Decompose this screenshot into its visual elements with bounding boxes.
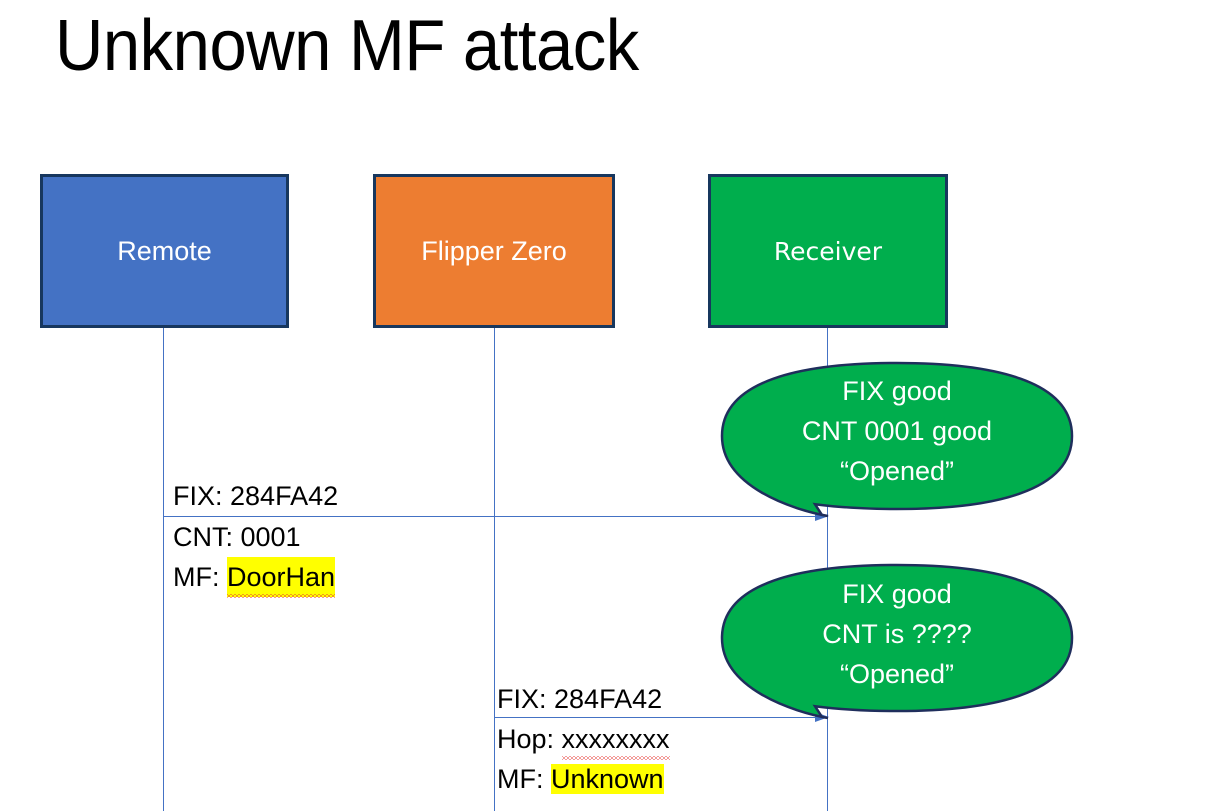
message-1-mf-label: MF: [173,562,227,592]
message-1-mf-value: DoorHan [227,557,336,598]
message-2-mf-label: MF: [497,764,551,794]
actor-label-remote: Remote [117,235,212,266]
callout-1-line-1: FIX good [842,376,952,406]
message-2-line-mf: MF: Unknown [497,759,664,799]
callout-shape-1 [720,361,1074,518]
message-2-fix-label: FIX: [497,684,555,714]
message-1-line-fix: FIX: 284FA42 [173,476,338,516]
message-2-hop-value: xxxxxxxx [561,719,670,760]
message-1-fix-label: FIX: [173,481,231,511]
message-2-line-hop: Hop: xxxxxxxx [497,719,670,760]
actor-box-flipper-zero[interactable]: Flipper Zero [373,174,615,328]
callout-2-line-2: CNT is ???? [822,619,972,649]
callout-1-line-2: CNT 0001 good [801,416,993,446]
message-2-mf-value: Unknown [551,764,664,794]
actor-box-receiver[interactable]: Receiver [708,174,948,328]
actor-box-remote[interactable]: Remote [40,174,289,328]
page-title: Unknown MF attack [55,6,639,86]
callout-1-line-3: “Opened” [839,456,955,486]
callout-receiver-response-1: FIX good CNT 0001 good “Opened” [720,361,1074,523]
message-2-line-fix: FIX: 284FA42 [497,679,662,719]
lifeline-flipper-zero [494,328,495,811]
message-1-line-cnt: CNT: 0001 [173,517,301,557]
callout-receiver-response-2: FIX good CNT is ???? “Opened” [720,563,1074,725]
message-1-cnt-label: CNT: [173,522,241,552]
callout-shape-2 [720,563,1074,720]
actor-label-flipper-zero: Flipper Zero [421,235,567,266]
message-2-hop-label: Hop: [497,724,562,754]
actor-label-receiver: Receiver [773,236,883,266]
callout-2-line-1: FIX good [842,579,952,609]
callout-2-text: FIX good CNT is ???? “Opened” [722,565,1072,694]
message-2-fix-value: 284FA42 [554,684,663,714]
callout-1-text: FIX good CNT 0001 good “Opened” [722,363,1072,491]
message-1-cnt-value: 0001 [240,522,301,552]
message-1-line-mf: MF: DoorHan [173,557,336,598]
callout-2-line-3: “Opened” [839,659,955,689]
lifeline-remote [163,328,164,811]
message-1-fix-value: 284FA42 [230,481,339,511]
